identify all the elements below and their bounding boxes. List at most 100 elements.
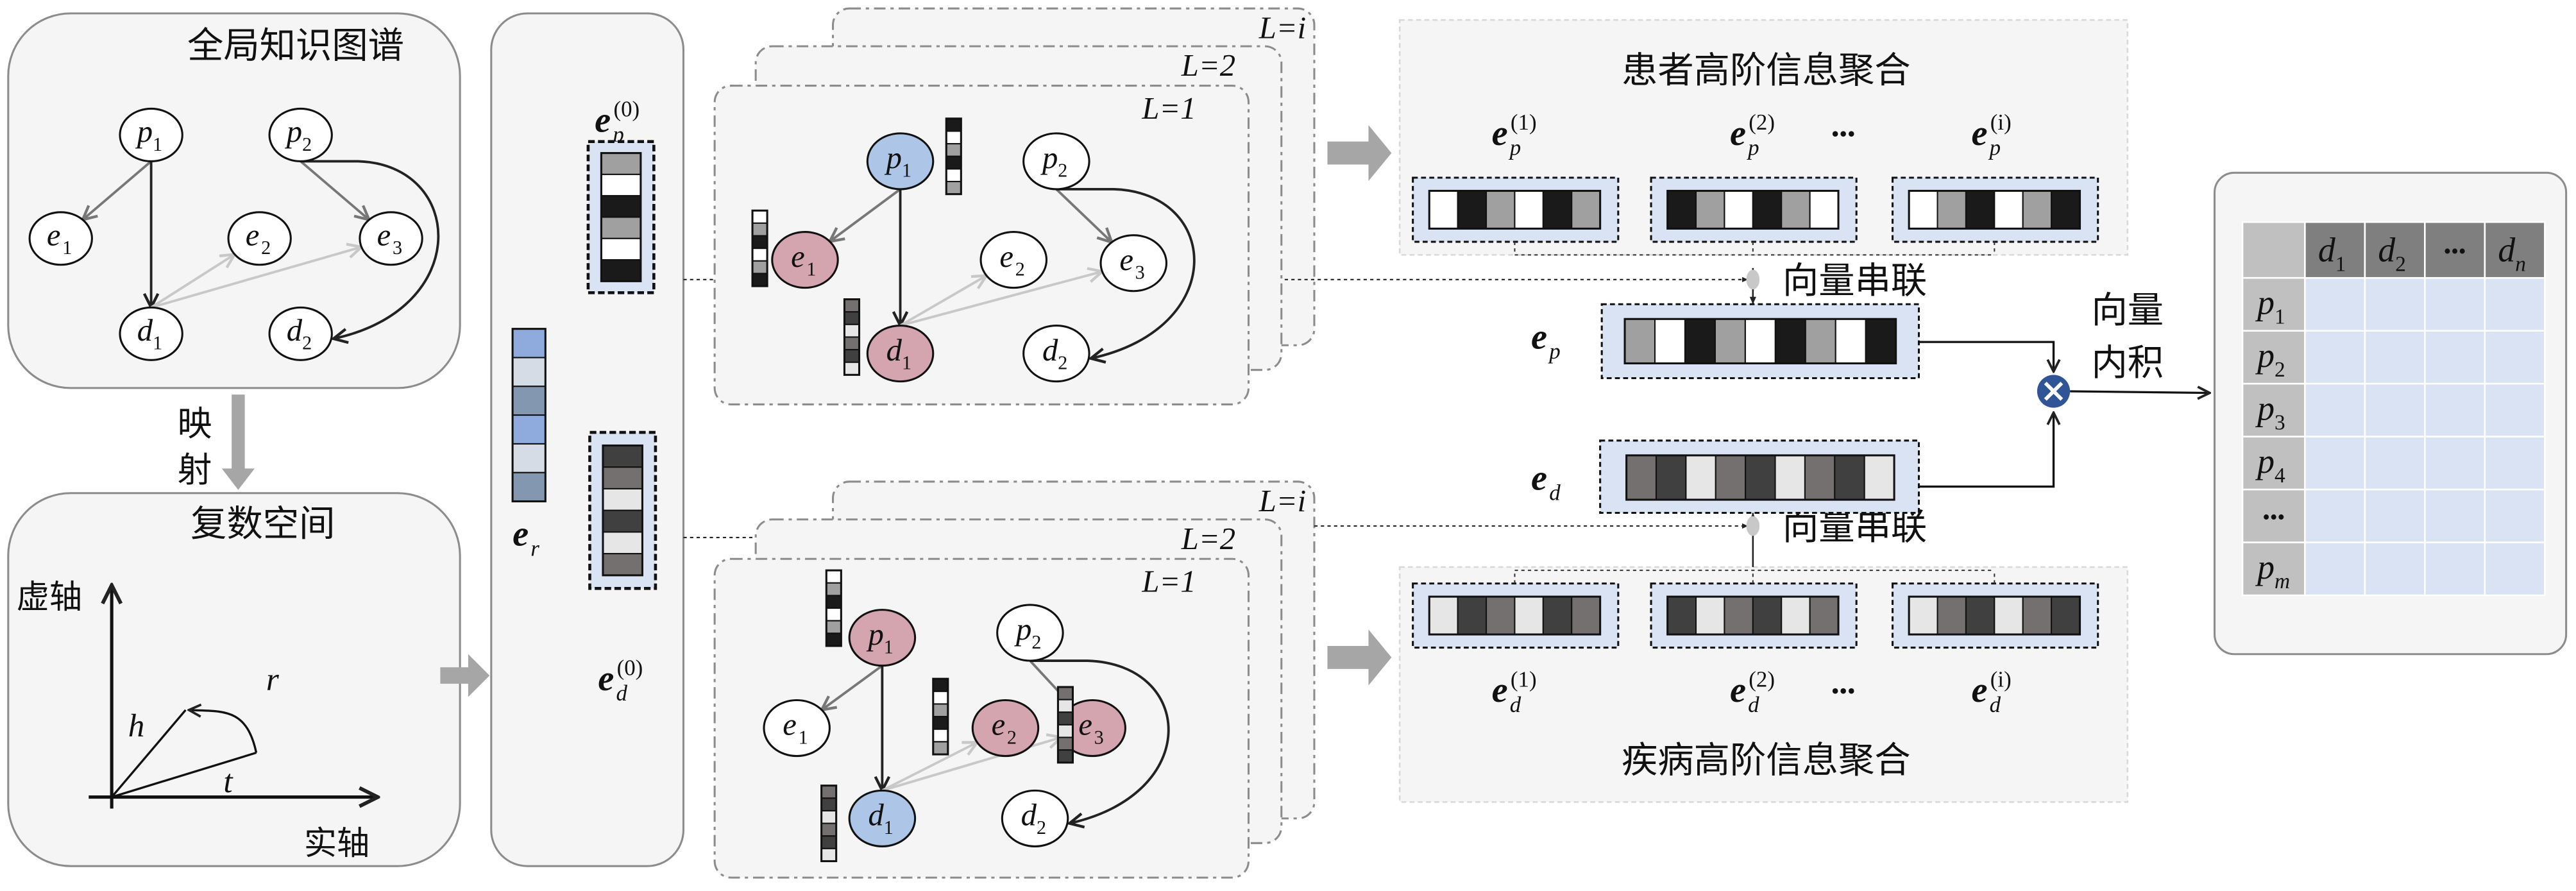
vector-cell bbox=[1994, 596, 2024, 636]
matrix-col-header bbox=[2304, 221, 2366, 279]
vector-cell bbox=[932, 728, 949, 743]
svg-text:d: d bbox=[868, 798, 884, 833]
vector-cell bbox=[945, 117, 962, 132]
aggregation-title: 疾病高阶信息聚合 bbox=[1622, 740, 1911, 781]
vector-cell bbox=[602, 445, 643, 468]
svg-text:d: d bbox=[137, 313, 153, 348]
matrix-cell bbox=[2364, 330, 2426, 385]
vector-cell bbox=[843, 323, 860, 338]
svg-text:p: p bbox=[866, 617, 883, 652]
vector-cell bbox=[820, 785, 837, 799]
disease-concat: 向量串联 bbox=[1746, 506, 1927, 568]
svg-text:p: p bbox=[2255, 442, 2275, 480]
vector-cell bbox=[820, 847, 837, 862]
svg-text:3: 3 bbox=[1094, 726, 1104, 748]
edge-d1-e2 bbox=[899, 276, 987, 327]
layer-label: L=2 bbox=[1181, 522, 1235, 556]
svg-text:2: 2 bbox=[1058, 352, 1067, 373]
svg-text:2: 2 bbox=[302, 332, 312, 354]
vector-cell bbox=[1625, 454, 1657, 501]
inner-product-label-1: 向量 bbox=[2091, 289, 2164, 331]
svg-text:2: 2 bbox=[261, 237, 271, 259]
vector-cell bbox=[600, 152, 641, 175]
vector-cell bbox=[1057, 724, 1074, 738]
vector-cell bbox=[512, 414, 547, 445]
vector-cell bbox=[820, 797, 837, 811]
ed-to-product-line bbox=[1919, 412, 2054, 488]
vector-cell bbox=[826, 582, 842, 597]
svg-text:e: e bbox=[1492, 670, 1508, 710]
vector-cell bbox=[1745, 454, 1776, 501]
vector-cell bbox=[1571, 596, 1601, 636]
layer-embedding-vector-1 bbox=[1428, 595, 1602, 636]
svg-text:p: p bbox=[1988, 135, 2001, 160]
svg-text:m: m bbox=[2275, 570, 2290, 593]
vector-cell bbox=[1809, 596, 1840, 636]
svg-text:e: e bbox=[791, 239, 805, 274]
matrix-cell bbox=[2364, 382, 2426, 437]
matrix-cell bbox=[2304, 382, 2366, 437]
vector-cell bbox=[602, 553, 643, 576]
patient-initial-embedding-vector bbox=[600, 152, 642, 282]
svg-text:p: p bbox=[1547, 339, 1560, 364]
svg-text:p: p bbox=[2255, 389, 2275, 428]
flow-arrow-disease-agg bbox=[1327, 629, 1392, 686]
vector-cell bbox=[826, 620, 842, 634]
svg-text:d: d bbox=[1549, 480, 1561, 505]
vector-cell bbox=[1804, 454, 1836, 501]
edge-p1-e1 bbox=[83, 160, 152, 219]
svg-text:1: 1 bbox=[153, 332, 162, 354]
svg-text:2: 2 bbox=[1007, 726, 1017, 748]
vector-cell bbox=[1965, 190, 1996, 230]
svg-text:4: 4 bbox=[2275, 464, 2285, 488]
r-label: r bbox=[266, 661, 280, 698]
svg-text:d: d bbox=[1021, 798, 1037, 833]
vector-cell bbox=[1724, 190, 1754, 230]
edge-p2-e3 bbox=[1055, 188, 1112, 242]
vector-cell bbox=[2022, 596, 2053, 636]
vector-cell bbox=[1654, 318, 1686, 364]
vector-cell bbox=[512, 471, 547, 502]
vector-cell bbox=[602, 488, 643, 511]
node-vector-e1 bbox=[751, 209, 768, 287]
svg-text:e: e bbox=[999, 239, 1013, 274]
concat-label: 向量串联 bbox=[1783, 260, 1927, 301]
svg-text:p: p bbox=[1014, 612, 1031, 647]
vector-cell bbox=[1865, 318, 1897, 364]
imag-axis-label: 虚轴 bbox=[17, 578, 82, 616]
flow-arrow-patient-agg bbox=[1327, 125, 1392, 182]
matrix-cell bbox=[2424, 382, 2486, 437]
vector-cell bbox=[1057, 736, 1074, 751]
matrix-cell bbox=[2304, 330, 2366, 385]
svg-text:d: d bbox=[1042, 333, 1058, 368]
svg-text:3: 3 bbox=[393, 237, 402, 259]
svg-text:d: d bbox=[1510, 692, 1521, 717]
matrix-cell bbox=[2424, 436, 2486, 491]
svg-text:e: e bbox=[1119, 242, 1133, 277]
matrix-cell bbox=[2484, 382, 2546, 437]
matrix-cell bbox=[2424, 330, 2486, 385]
vector-cell bbox=[932, 703, 949, 718]
vector-cell bbox=[1936, 190, 1967, 230]
svg-text:1: 1 bbox=[884, 817, 894, 838]
